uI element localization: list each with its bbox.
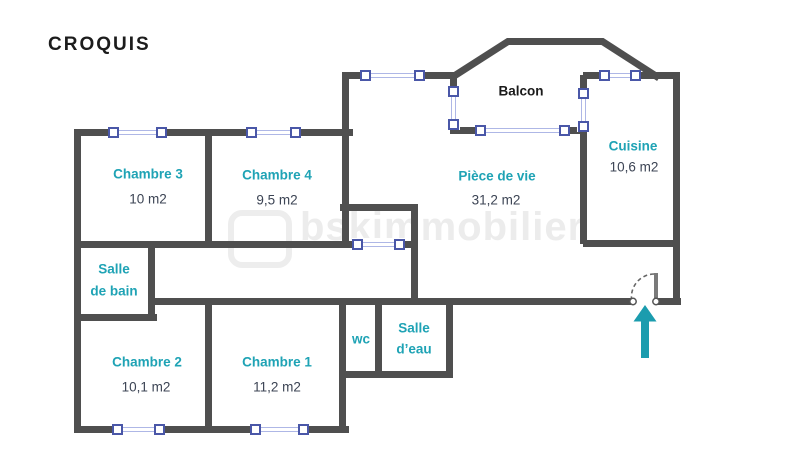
room-label-chambre1: Chambre 1 — [242, 354, 312, 370]
room-area-chambre4: 9,5 m2 — [256, 192, 298, 208]
room-label-wc: wc — [351, 331, 371, 347]
room-label-chambre2: Chambre 2 — [112, 354, 182, 370]
window-symbol — [246, 126, 301, 139]
page-title: CROQUIS — [48, 34, 151, 55]
wall — [339, 371, 453, 378]
wall — [342, 75, 349, 245]
wall — [205, 131, 212, 245]
room-label-cuisine: Cuisine — [608, 138, 658, 154]
wall — [446, 301, 453, 376]
window-symbol — [577, 88, 590, 132]
window-symbol — [108, 126, 167, 139]
wall — [340, 204, 418, 211]
room-label-salle-deau-line1: Salle — [398, 320, 430, 336]
entry-door-arc — [630, 273, 655, 300]
wall — [148, 298, 631, 305]
entrance-arrow-icon — [633, 305, 657, 358]
wall — [673, 75, 680, 305]
wall — [339, 301, 346, 431]
room-label-salle-deau-line2: d’eau — [396, 341, 432, 357]
room-label-salle-de-bain-line1: Salle — [98, 261, 130, 277]
room-area-cuisine: 10,6 m2 — [609, 159, 659, 175]
wall — [74, 129, 81, 433]
wall — [583, 240, 680, 247]
watermark-logo-icon — [228, 210, 292, 268]
window-symbol — [250, 423, 309, 436]
wall — [411, 206, 418, 302]
window-symbol — [475, 124, 570, 137]
room-label-salle-de-bain-line2: de bain — [90, 283, 138, 299]
wall — [657, 298, 681, 305]
wall — [75, 129, 353, 136]
room-area-chambre2: 10,1 m2 — [121, 379, 171, 395]
window-symbol — [599, 69, 641, 82]
wall — [74, 314, 157, 321]
wall — [148, 245, 155, 321]
window-symbol — [447, 86, 460, 130]
wall — [75, 241, 418, 248]
window-symbol — [112, 423, 165, 436]
window-symbol — [352, 238, 405, 251]
window-symbol — [360, 69, 425, 82]
room-area-chambre3: 10 m2 — [129, 191, 167, 207]
room-label-balcon: Balcon — [498, 83, 544, 99]
room-area-piece-de-vie: 31,2 m2 — [471, 192, 521, 208]
room-area-chambre1: 11,2 m2 — [253, 379, 301, 395]
wall — [205, 301, 212, 431]
wall — [580, 75, 587, 244]
wall — [375, 301, 382, 376]
room-label-piece-de-vie: Pièce de vie — [458, 168, 536, 184]
room-label-chambre4: Chambre 4 — [242, 167, 312, 183]
room-label-chambre3: Chambre 3 — [113, 166, 183, 182]
